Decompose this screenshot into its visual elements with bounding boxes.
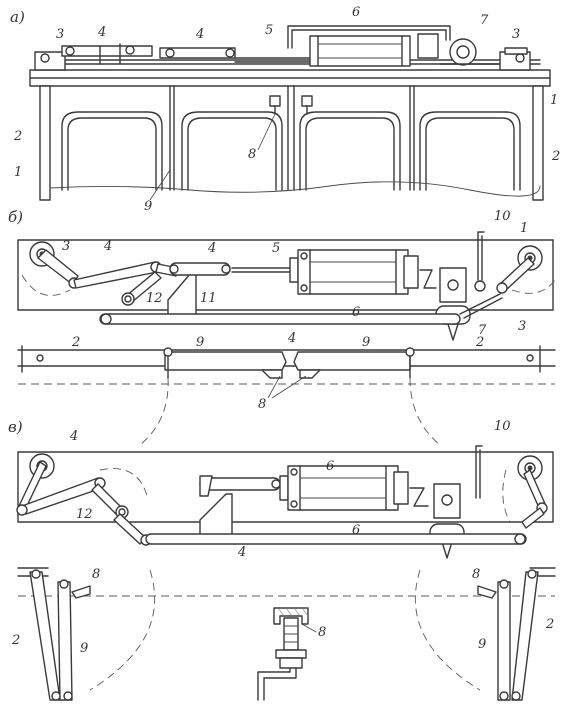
left-leaf-9 <box>57 581 73 701</box>
label-b-4c: 4 <box>287 331 296 346</box>
label-b-9a: 9 <box>196 335 204 350</box>
view-a: a) <box>10 5 560 214</box>
label-b-6: 6 <box>352 305 360 320</box>
label-c-9a: 9 <box>80 641 88 656</box>
section-label-a: a) <box>10 8 25 26</box>
label-b-7: 7 <box>478 323 487 338</box>
label-a-8: 8 <box>248 147 256 162</box>
mounting-board-b <box>17 239 554 311</box>
cylinder-a <box>309 35 411 67</box>
label-c-8a: 8 <box>92 567 100 582</box>
label-a-5: 5 <box>265 23 273 38</box>
label-a-1: 1 <box>14 165 22 180</box>
section-label-v: в) <box>8 418 23 436</box>
right-leaf-2 <box>511 571 539 701</box>
label-a-3b: 3 <box>512 27 520 42</box>
left-leaf-2 <box>29 571 61 701</box>
label-a-6: 6 <box>352 5 360 20</box>
label-b-2b: 2 <box>475 335 484 350</box>
label-b-4a: 4 <box>103 239 112 254</box>
label-a-4b: 4 <box>195 27 204 42</box>
mounting-board-c <box>17 451 554 523</box>
label-b-10: 10 <box>494 209 511 224</box>
label-b-5: 5 <box>272 241 280 256</box>
right-leaf-9 <box>497 581 511 701</box>
long-rod-c <box>145 533 527 545</box>
view-c: в) <box>8 418 556 701</box>
label-c-8c: 8 <box>318 625 326 640</box>
label-a-7: 7 <box>480 13 489 28</box>
right-leg <box>532 85 544 201</box>
valve-b <box>439 267 467 303</box>
section-label-b: б) <box>8 208 23 226</box>
label-a-9: 9 <box>144 199 152 214</box>
label-c-2b: 2 <box>545 617 554 632</box>
label-a-3: 3 <box>56 27 64 42</box>
label-a-1b: 1 <box>550 93 558 108</box>
label-b-4b: 4 <box>207 241 216 256</box>
label-a-2: 2 <box>13 129 22 144</box>
link-rod-a1 <box>61 45 153 57</box>
label-c-6b: 6 <box>352 523 360 538</box>
view-b: б) <box>8 208 556 446</box>
label-a-4a: 4 <box>97 25 106 40</box>
label-c-8b: 8 <box>472 567 480 582</box>
long-rod-b <box>99 313 461 325</box>
label-c-12: 12 <box>76 507 93 522</box>
label-c-4b: 4 <box>237 545 246 560</box>
label-b-1: 1 <box>520 221 528 236</box>
lock-detail <box>257 607 309 701</box>
label-c-9b: 9 <box>478 637 486 652</box>
link-rod-a2 <box>159 47 236 59</box>
label-b-2a: 2 <box>71 335 80 350</box>
label-c-4a: 4 <box>69 429 78 444</box>
label-c-6a: 6 <box>326 459 334 474</box>
label-b-11: 11 <box>200 291 217 306</box>
label-c-2a: 2 <box>11 633 20 648</box>
label-b-9b: 9 <box>362 335 370 350</box>
label-b-8: 8 <box>258 397 266 412</box>
label-b-12: 12 <box>146 291 163 306</box>
left-bracket <box>34 51 66 71</box>
valve-wheel-a <box>449 38 477 66</box>
cylinder-b <box>297 249 409 295</box>
label-b-3: 3 <box>62 239 70 254</box>
label-a-2b: 2 <box>551 149 560 164</box>
label-b-3b: 3 <box>518 319 526 334</box>
left-leg <box>39 85 51 201</box>
valve-c <box>433 483 461 519</box>
label-c-10: 10 <box>494 419 511 434</box>
door-openings <box>61 111 521 191</box>
cylinder-c <box>287 465 399 511</box>
